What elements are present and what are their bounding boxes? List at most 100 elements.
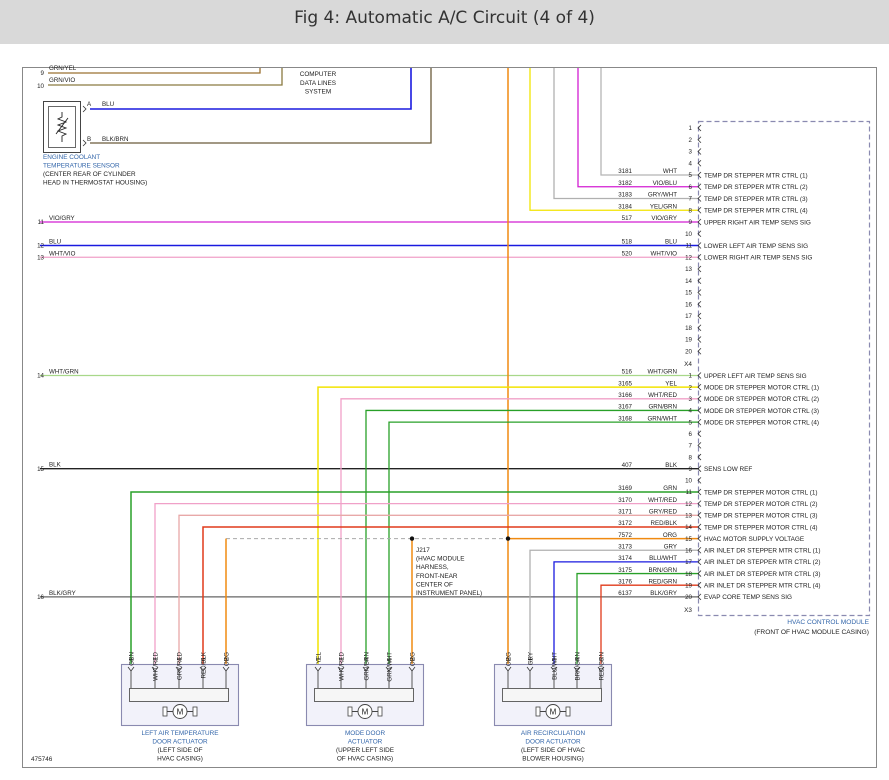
x3-pin-19: 19	[685, 582, 692, 589]
x4-pin-1: 1	[689, 125, 693, 132]
wire-3176-red-grn	[600, 584, 699, 664]
x3-pin-5: 5	[689, 419, 693, 426]
x3-pin-caret	[697, 407, 702, 414]
wire-3173-gry	[529, 549, 699, 664]
actuator-pin-number: 3	[552, 657, 559, 661]
x3-pin-label: AIR INLET DR STEPPER MTR CTRL (1)	[704, 548, 820, 555]
actuator-pin-number: 2	[224, 657, 231, 661]
circuit-number: 3173	[618, 543, 632, 550]
wire-color-code: WHT/VIO	[651, 250, 678, 257]
x4-pin-16: 16	[685, 301, 692, 308]
circuit-number: 3165	[618, 380, 632, 387]
x4-pin-caret	[697, 242, 702, 249]
connector-x3-name: X3	[684, 607, 692, 614]
x4-pin-label: LOWER LEFT AIR TEMP SENS SIG	[704, 243, 808, 250]
x3-pin-label: AIR INLET DR STEPPER MTR CTRL (3)	[704, 571, 820, 578]
actuator-pin-number: 1	[528, 657, 535, 661]
x4-pin-caret	[697, 324, 702, 332]
x3-pin-label: MODE DR STEPPER MOTOR CTRL (4)	[704, 419, 819, 426]
wire-color-code: RED/BLK	[651, 520, 678, 527]
computer-data-lines-label: SYSTEM	[305, 89, 331, 96]
circuit-number: 518	[622, 239, 633, 246]
actuator-wire-color: BRN/GRN	[575, 652, 582, 681]
x4-pin-caret	[697, 195, 702, 202]
wire-color-code: BLK	[665, 462, 678, 469]
circuit-number: 3171	[618, 509, 632, 516]
module-subtitle: (FRONT OF HVAC MODULE CASING)	[754, 629, 869, 636]
left-wire-color: BLK/GRY	[49, 590, 76, 597]
x3-pin-caret	[697, 453, 702, 461]
splice-j217-label: HARNESS,	[416, 564, 449, 571]
actuator-wire-color: RED/GRN	[599, 652, 606, 681]
splice-j217-label: INSTRUMENT PANEL)	[416, 590, 482, 597]
x3-pin-8: 8	[689, 454, 693, 461]
x4-pin-label: TEMP DR STEPPER MTR CTRL (1)	[704, 172, 808, 179]
x4-pin-label: TEMP DR STEPPER MTR CTRL (4)	[704, 208, 808, 215]
x4-pin-14: 14	[685, 278, 692, 285]
x3-pin-label: TEMP DR STEPPER MOTOR CTRL (2)	[704, 501, 818, 508]
x3-pin-label: AIR INLET DR STEPPER MTR CTRL (2)	[704, 559, 820, 566]
sensor-inner-box	[48, 106, 76, 148]
x3-pin-caret	[697, 465, 702, 472]
actuator-wire-color: RED/BLK	[201, 651, 208, 678]
x4-pin-11: 11	[686, 243, 693, 250]
circuit-number: 3184	[618, 203, 632, 210]
actuator-bar	[129, 688, 229, 702]
actuator-pin-number: 6	[201, 657, 208, 661]
left-pin-11: 11	[38, 219, 45, 226]
wire-color-code: WHT/RED	[648, 392, 677, 399]
left-wire-color: VIO/GRY	[49, 215, 75, 222]
x4-pin-caret	[697, 124, 702, 132]
x3-pin-label: MODE DR STEPPER MOTOR CTRL (1)	[704, 384, 819, 391]
actuator-description: (UPPER LEFT SIDE	[336, 747, 394, 754]
x4-pin-8: 8	[689, 207, 693, 214]
hvac-control-module-box	[697, 120, 871, 617]
x4-pin-label: TEMP DR STEPPER MTR CTRL (2)	[704, 184, 808, 191]
wire-grn-vio	[48, 68, 283, 86]
motor-brush-right	[192, 706, 198, 717]
x4-pin-caret	[697, 159, 702, 167]
circuit-number: 3166	[618, 392, 632, 399]
x3-pin-caret	[697, 523, 702, 531]
sensor-wire-blk-brn: BLK/BRN	[102, 136, 128, 143]
wire-color-code: VIO/GRY	[651, 215, 677, 222]
x3-pin-caret	[697, 395, 702, 403]
x3-pin-caret	[697, 546, 702, 554]
splice-j217-label: CENTER OF	[416, 581, 453, 588]
top-wire-grn-yel: GRN/YEL	[49, 65, 77, 72]
actuator-wire-color: WHT/RED	[339, 651, 346, 680]
left-pin-13: 13	[37, 254, 44, 261]
circuit-number: 7572	[618, 532, 632, 539]
actuator-pin-number: 3	[153, 657, 160, 661]
wire-color-code: VIO/BLU	[653, 180, 677, 187]
x4-pin-label: LOWER RIGHT AIR TEMP SENS SIG	[704, 255, 812, 262]
motor-brush-left	[162, 706, 168, 717]
splice-dot-j217-left	[409, 536, 415, 541]
wire-color-code: YEL/GRN	[650, 203, 677, 210]
sensor-pin-a: A	[87, 101, 92, 108]
actuator-description: BLOWER HOUSING)	[522, 756, 583, 763]
x4-pin-caret	[697, 277, 702, 285]
x3-pin-caret	[697, 477, 702, 484]
x4-pin-caret	[697, 312, 702, 320]
computer-data-lines-label: COMPUTER	[300, 71, 337, 78]
circuit-number: 517	[622, 215, 633, 222]
x4-pin-caret	[697, 300, 702, 308]
wire-3175-brn-grn	[576, 572, 699, 664]
x3-pin-label: SENS LOW REF	[704, 466, 752, 473]
x3-pin-label: AIR INLET DR STEPPER MTR CTRL (4)	[704, 583, 820, 590]
sensor-wire-blu: BLU	[102, 101, 114, 108]
actuator-title: AIR RECIRCULATION	[521, 730, 586, 737]
x3-pin-13: 13	[685, 513, 692, 520]
wire-sensor-blk-brn	[90, 68, 432, 144]
circuit-number: 3170	[618, 497, 632, 504]
x4-pin-4: 4	[689, 160, 693, 167]
actuator-pin-number: 1	[316, 657, 323, 661]
motor-icon	[172, 704, 188, 719]
x3-pin-caret	[697, 430, 702, 438]
x4-pin-caret	[697, 218, 702, 226]
wire-sensor-blu	[90, 68, 412, 110]
top-pin-10: 10	[37, 83, 44, 90]
actuator-wire-color: ORG	[410, 652, 417, 666]
x3-pin-3: 3	[689, 396, 693, 403]
